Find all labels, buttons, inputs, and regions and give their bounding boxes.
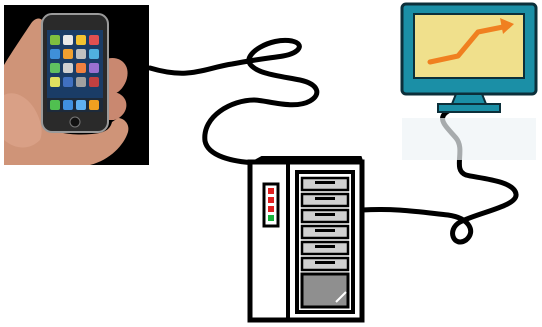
monitor-node <box>402 4 536 160</box>
server-lower-bay <box>302 274 348 307</box>
server-led-red-2 <box>268 197 274 203</box>
phone-home-button <box>70 117 80 127</box>
monitor-base <box>438 104 500 112</box>
monitor-reflection <box>402 118 536 160</box>
server-node <box>250 158 362 320</box>
smartphone-node <box>4 5 149 165</box>
server-led-green <box>268 215 274 221</box>
monitor-neck <box>452 94 486 104</box>
server-led-red-1 <box>268 188 274 194</box>
phone-to-server-cable <box>150 40 317 163</box>
server-led-red-3 <box>268 206 274 212</box>
